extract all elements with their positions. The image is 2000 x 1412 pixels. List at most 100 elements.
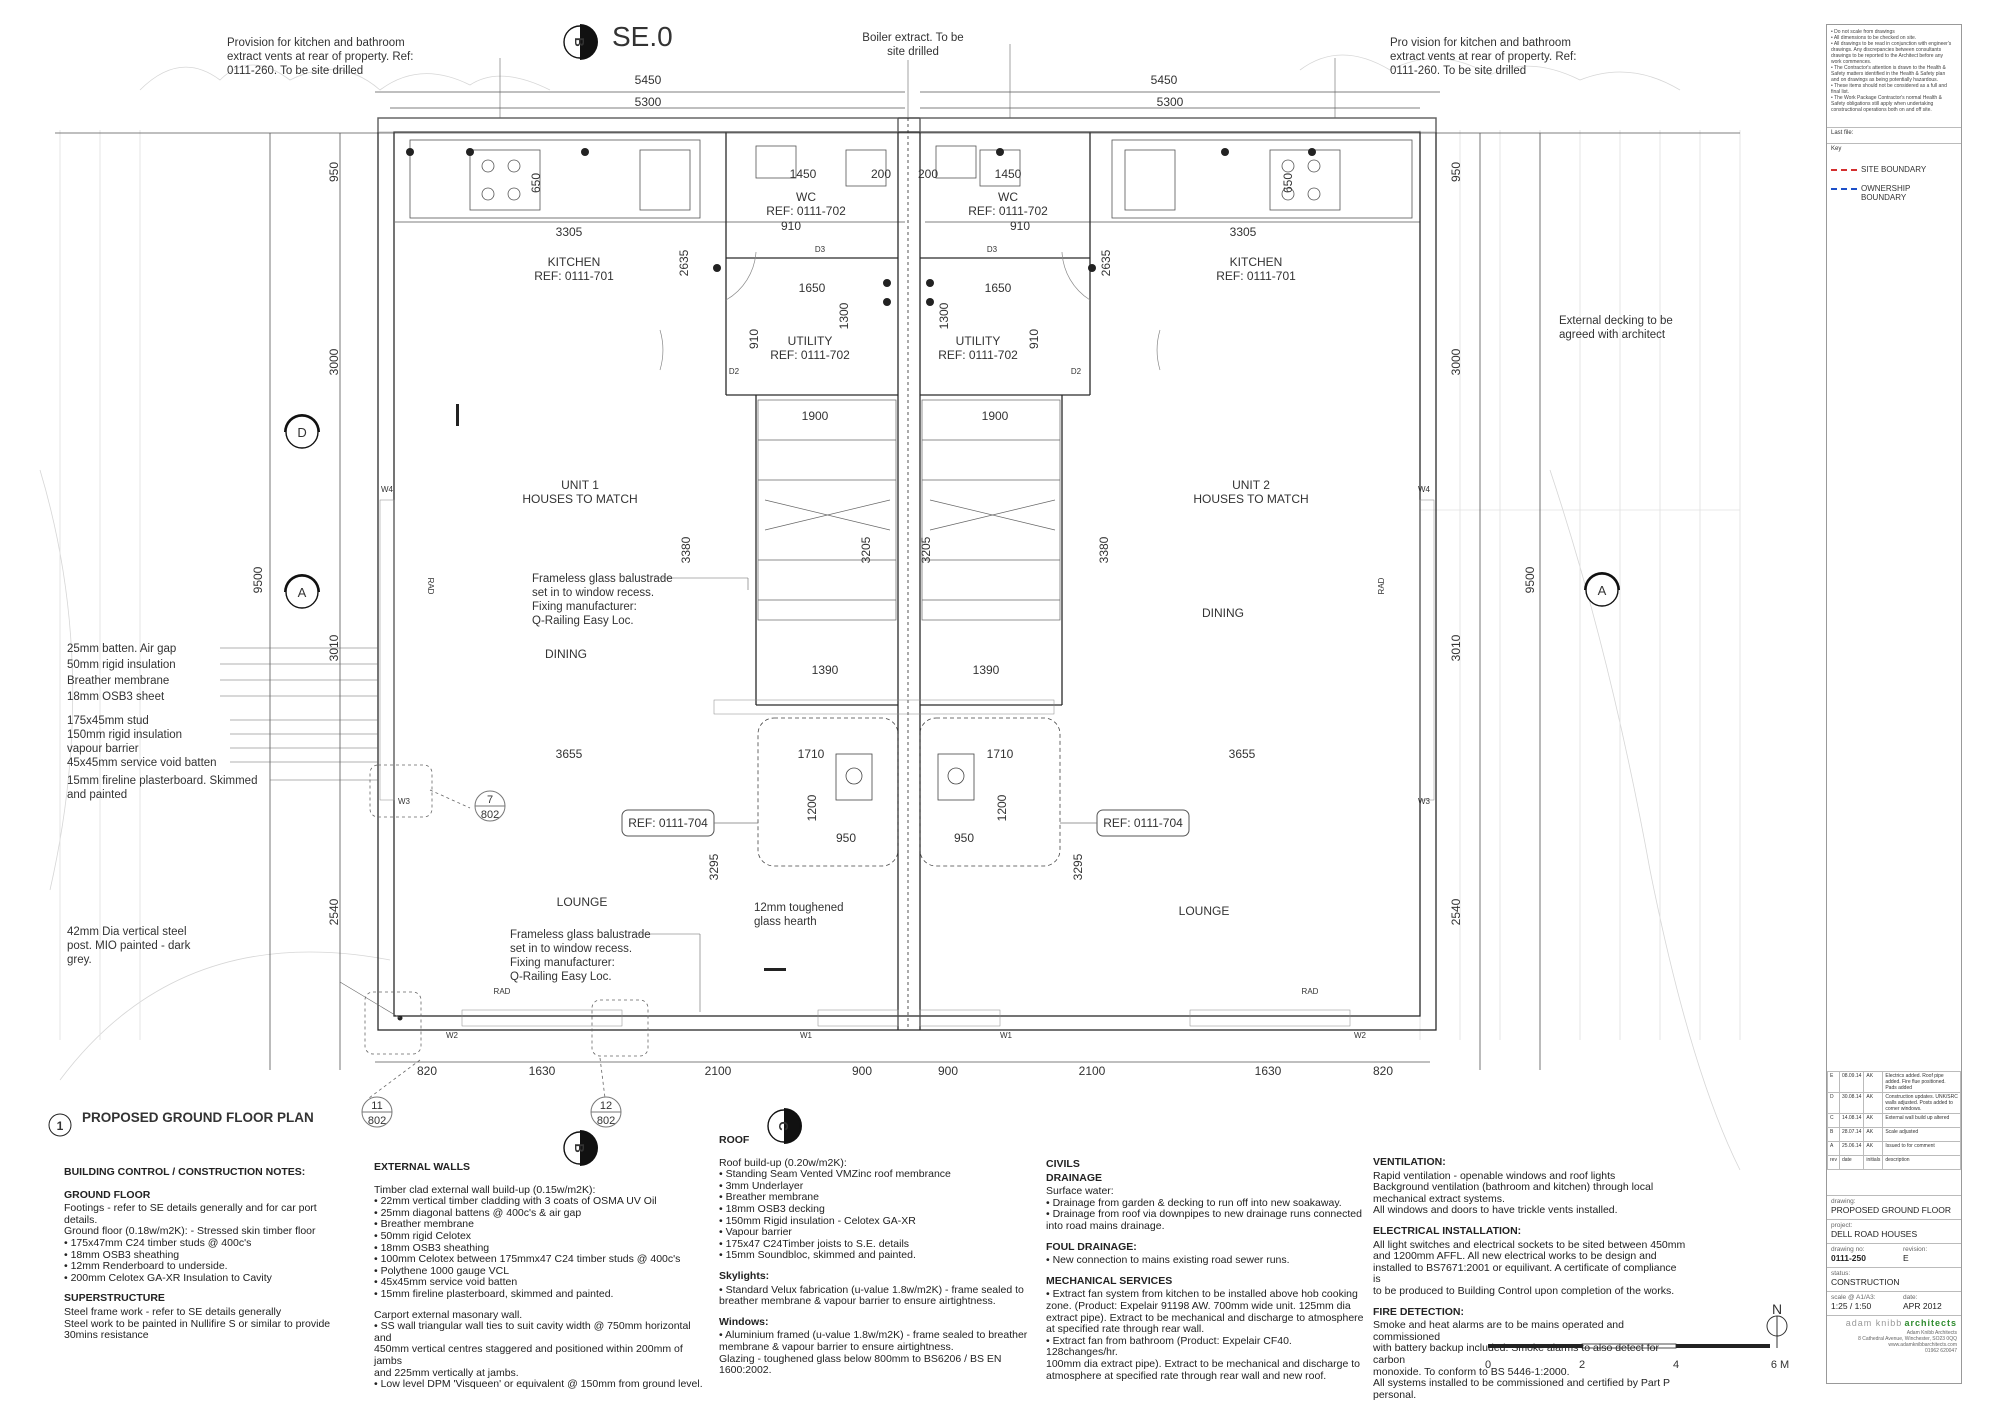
svg-text:W4: W4 — [381, 485, 394, 494]
svg-text:4: 4 — [1673, 1359, 1679, 1371]
room-ref-kitchen-2: REF: 0111-701 — [1216, 269, 1296, 283]
svg-text:45x45mm service void batten: 45x45mm service void batten — [67, 757, 217, 769]
svg-text:W2: W2 — [446, 1031, 459, 1040]
svg-text:set in to window recess.: set in to window recess. — [510, 943, 632, 955]
key-label: Key — [1827, 143, 1961, 154]
ownership-boundary-swatch — [1831, 188, 1857, 190]
svg-text:1710: 1710 — [798, 747, 825, 761]
svg-text:D2: D2 — [729, 367, 740, 376]
section-letter: A — [1598, 583, 1607, 598]
stairs — [757, 399, 1061, 621]
svg-text:Breather membrane: Breather membrane — [67, 675, 169, 687]
svg-text:5300: 5300 — [1157, 95, 1184, 109]
leader-lines — [220, 44, 1336, 1019]
svg-text:910: 910 — [781, 219, 801, 233]
section-markers: B B C D A A SE.0 — [284, 21, 1620, 1166]
svg-text:650: 650 — [529, 173, 543, 193]
svg-text:1200: 1200 — [995, 794, 1009, 821]
section-marker-a-right: A — [1584, 572, 1620, 607]
svg-text:3000: 3000 — [327, 348, 341, 375]
building-walls — [377, 117, 1437, 1031]
section-marker-c: C — [767, 1108, 802, 1144]
svg-text:802: 802 — [368, 1115, 386, 1127]
firm-logo: adam knibb architects Adam Knibb Archite… — [1827, 1315, 1961, 1356]
room-name-kitchen-1: KITCHEN — [548, 255, 601, 269]
project-field: project: DELL ROAD HOUSES — [1827, 1219, 1961, 1241]
svg-text:950: 950 — [1449, 162, 1463, 182]
site-boundary-swatch — [1831, 168, 1857, 171]
svg-text:Q-Railing Easy Loc.: Q-Railing Easy Loc. — [510, 971, 612, 983]
svg-text:extract vents at rear of prope: extract vents at rear of property. Ref: — [227, 51, 413, 63]
svg-text:2540: 2540 — [327, 898, 341, 925]
svg-text:W1: W1 — [800, 1031, 813, 1040]
svg-text:Fixing manufacturer:: Fixing manufacturer: — [510, 957, 615, 969]
section-marker-b-bottom: B — [563, 1130, 598, 1166]
room-ref-utility-1: REF: 0111-702 — [770, 348, 850, 362]
svg-text:3655: 3655 — [1229, 747, 1256, 761]
stoves — [757, 717, 1061, 867]
svg-text:5450: 5450 — [1151, 73, 1178, 87]
svg-text:910: 910 — [1010, 219, 1030, 233]
svg-text:1300: 1300 — [837, 302, 851, 329]
svg-text:0111-260. To be site drilled: 0111-260. To be site drilled — [1390, 65, 1526, 77]
svg-text:50mm rigid insulation: 50mm rigid insulation — [67, 659, 176, 671]
svg-text:0: 0 — [1485, 1359, 1491, 1371]
ref-box-right: REF: 0111-704 — [1103, 816, 1183, 830]
room-name-utility-1: UTILITY — [788, 334, 833, 348]
detail-tag-12: 12 802 — [590, 1096, 622, 1128]
last-file: Last file: — [1827, 127, 1961, 138]
annotations: Provision for kitchen and bathroom extra… — [67, 32, 1673, 983]
svg-text:910: 910 — [747, 329, 761, 349]
legend-site-boundary: SITE BOUNDARY — [1831, 165, 1959, 174]
svg-text:0111-260. To be site drilled: 0111-260. To be site drilled — [227, 65, 363, 77]
legend: SITE BOUNDARY OWNERSHIP BOUNDARY — [1831, 165, 1959, 202]
svg-text:1390: 1390 — [812, 663, 839, 677]
svg-text:15mm fireline plasterboard. Sk: 15mm fireline plasterboard. Skimmed — [67, 775, 257, 787]
svg-text:3305: 3305 — [556, 225, 583, 239]
svg-text:910: 910 — [1027, 329, 1041, 349]
svg-text:2100: 2100 — [1079, 1064, 1106, 1078]
svg-text:6 M: 6 M — [1771, 1359, 1789, 1371]
svg-text:1300: 1300 — [937, 302, 951, 329]
room-name-dining-2: DINING — [1202, 606, 1244, 620]
svg-text:agreed with architect: agreed with architect — [1559, 329, 1666, 341]
room-name-wc-2: WC — [998, 190, 1018, 204]
title-block: • Do not scale from drawings • All dimen… — [1826, 24, 1962, 1384]
svg-text:Fixing manufacturer:: Fixing manufacturer: — [532, 601, 637, 613]
svg-text:200: 200 — [918, 167, 938, 181]
detail-tag-7: 7 802 — [474, 790, 506, 822]
room-name-wc-1: WC — [796, 190, 816, 204]
svg-text:and painted: and painted — [67, 789, 127, 801]
svg-text:Q-Railing Easy Loc.: Q-Railing Easy Loc. — [532, 615, 634, 627]
section-letter: C — [776, 1121, 791, 1131]
element-tags: D3 D3 D2 D2 W4 W4 W3 W3 W2 W1 W1 W2 RAD … — [381, 245, 1431, 1040]
svg-text:12: 12 — [600, 1100, 612, 1112]
room-ref-wc-2: REF: 0111-702 — [968, 204, 1048, 218]
svg-text:950: 950 — [954, 831, 974, 845]
civils-notes: CIVILS DRAINAGE Surface water: • Drainag… — [1046, 1158, 1364, 1382]
detail-callouts — [364, 764, 649, 1099]
svg-text:3000: 3000 — [1449, 348, 1463, 375]
svg-text:Frameless glass balustrade: Frameless glass balustrade — [532, 573, 673, 585]
room-name-utility-2: UTILITY — [956, 334, 1001, 348]
room-name-unit-1: UNIT 1 — [561, 478, 599, 492]
svg-text:W2: W2 — [1354, 1031, 1367, 1040]
room-name-unit-2: UNIT 2 — [1232, 478, 1270, 492]
svg-text:grey.: grey. — [67, 954, 92, 966]
svg-text:extract vents at rear of prope: extract vents at rear of property. Ref: — [1390, 51, 1576, 63]
svg-text:3380: 3380 — [1097, 536, 1111, 563]
svg-text:2: 2 — [1579, 1359, 1585, 1371]
room-ref-unit-2: HOUSES TO MATCH — [1193, 492, 1308, 506]
svg-text:RAD: RAD — [426, 578, 435, 595]
svg-text:External decking to be: External decking to be — [1559, 315, 1673, 327]
room-name-lounge-1: LOUNGE — [557, 895, 608, 909]
svg-text:3380: 3380 — [679, 536, 693, 563]
svg-text:W3: W3 — [1418, 797, 1431, 806]
svg-text:42mm Dia vertical steel: 42mm Dia vertical steel — [67, 926, 187, 938]
svg-text:200: 200 — [871, 167, 891, 181]
svg-text:1450: 1450 — [995, 167, 1022, 181]
svg-text:3205: 3205 — [919, 536, 933, 563]
svg-text:1200: 1200 — [805, 794, 819, 821]
